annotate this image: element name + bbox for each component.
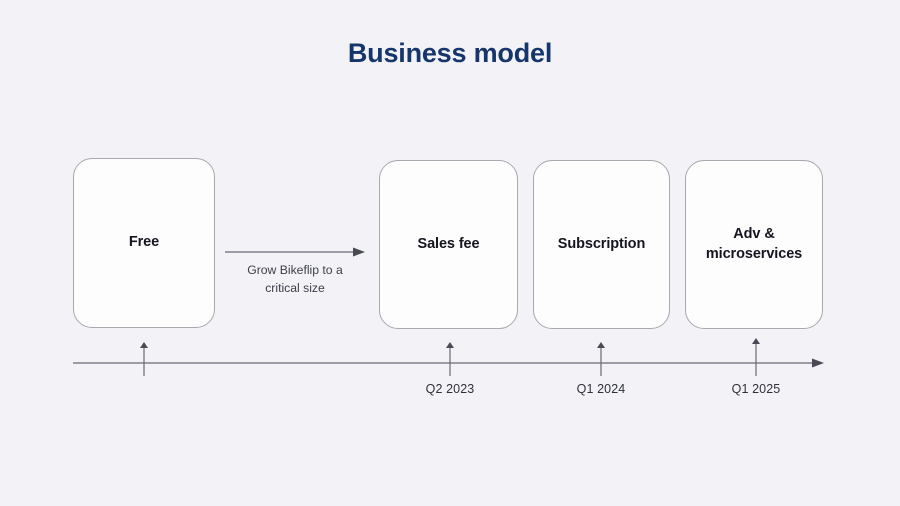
up-arrow-icon [140,342,148,348]
stage-label-adv-line-2: microservices [705,245,803,262]
timeline-tick-1[interactable] [446,342,454,376]
growth-caption-line-1: Grow Bikeflip to a [247,263,343,277]
stage-box-subscription[interactable]: Subscription [533,160,670,329]
growth-caption: Grow Bikeflip to a critical size [215,262,375,297]
stage-label-adv-line-1: Adv & [733,226,775,243]
timeline-axis-arrow-icon [812,358,824,368]
stage-box-adv-microservices[interactable]: Adv & microservices [685,160,823,329]
stage-label-free: Free [128,234,160,251]
stage-box-sales-fee[interactable]: Sales fee [379,160,518,329]
stage-label-sales-fee: Sales fee [417,235,480,252]
timeline-tick-3[interactable] [752,338,760,376]
up-arrow-icon [597,342,605,348]
up-arrow-icon [446,342,454,348]
stage-box-free[interactable]: Free [73,158,215,328]
up-arrow-icon [752,338,760,344]
page-title: Business model [347,38,553,68]
growth-arrow-icon [225,247,365,257]
timeline-axis [73,338,824,376]
growth-caption-line-2: critical size [265,280,325,295]
timeline-tick-label-q2-2023: Q2 2023 [425,382,475,396]
stage-label-subscription: Subscription [557,235,646,252]
timeline-tick-0[interactable] [140,342,148,376]
stage-label-adv-microservices: Adv & microservices [698,225,810,264]
timeline-tick-2[interactable] [597,342,605,376]
timeline-tick-label-q1-2025: Q1 2025 [731,382,781,396]
timeline-tick-label-q1-2024: Q1 2024 [576,382,626,396]
